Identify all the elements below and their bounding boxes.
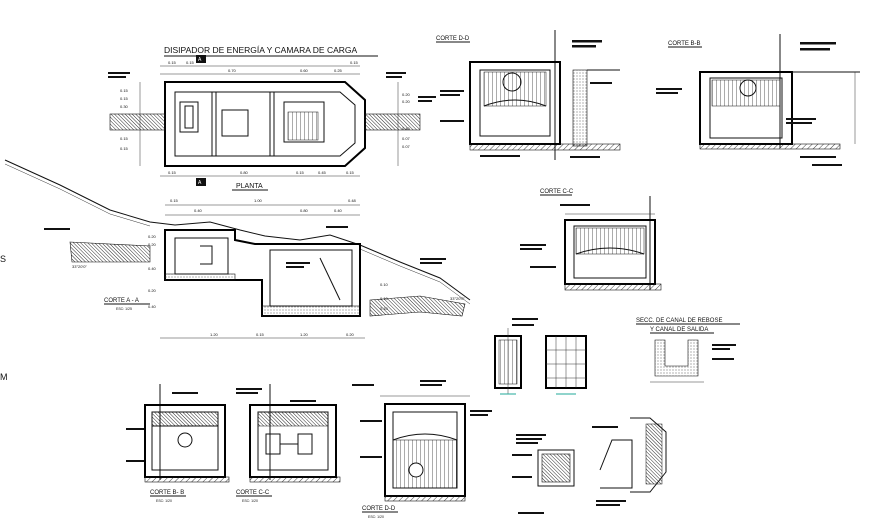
corte-dd-top-title: CORTE D-D: [436, 36, 470, 42]
aa-dim-bottom-4: 0.20: [346, 332, 355, 337]
corte-cc-bottom-title: CORTE C-C: [236, 490, 270, 496]
slope-left: 33°20'0": [72, 264, 87, 269]
plan-dim-right-3: 0.40: [402, 126, 411, 131]
slope-right: 33°20'0": [450, 296, 465, 301]
main-title: DISIPADOR DE ENERGÍA Y CAMARA DE CARGA: [164, 45, 358, 55]
aa-dim-top-3: 1.00: [254, 198, 263, 203]
corte-bb-bottom-scale: ESC: 1/20: [156, 499, 172, 503]
plan-dim-top-5: 0.25: [334, 68, 343, 73]
plan-view: DISIPADOR DE ENERGÍA Y CAMARA DE CARGA 0…: [108, 45, 436, 191]
plan-dim-bottom-2: 0.80: [240, 170, 249, 175]
plan-dim-right-1: 0.20: [402, 92, 411, 97]
edge-mark-s: S: [0, 254, 6, 264]
aa-dim-right-1: 0.10: [380, 282, 389, 287]
marker-a-bottom: A: [198, 180, 202, 186]
aa-dim-left-1: 0.20: [148, 234, 157, 239]
aa-dim-left-3: 0.40: [148, 266, 157, 271]
aa-dim-right-3: 0.10: [380, 306, 389, 311]
corte-bb-top-title: CORTE B-B: [668, 41, 701, 47]
section-bb-bottom: CORTE B- B ESC: 1/20: [126, 384, 230, 503]
edge-mark-m: M: [0, 372, 8, 382]
plan-dim-right-2: 0.20: [402, 99, 411, 104]
aa-dim-top-5: 0.40: [334, 208, 343, 213]
plan-dim-left-4: 0.15: [120, 136, 129, 141]
aa-dim-bottom-3: 1.20: [300, 332, 309, 337]
seccion-title-1: SECC. DE CANAL DE REBOSE: [636, 318, 722, 324]
plan-dim-bottom-5: 0.15: [346, 170, 355, 175]
plan-dim-left-2: 0.15: [120, 96, 129, 101]
plan-dim-top-2: 0.15: [186, 60, 195, 65]
aa-dim-top-1: 0.15: [170, 198, 179, 203]
aa-dim-bottom-2: 0.15: [256, 332, 265, 337]
corte-dd-bottom-scale: ESC: 1/20: [368, 515, 384, 519]
aa-dim-left-5: 0.40: [148, 304, 157, 309]
corte-aa-title: CORTE A - A: [104, 298, 139, 304]
plan-dim-bottom-4: 0.45: [318, 170, 327, 175]
plan-dim-left-3: 0.30: [120, 104, 129, 109]
corte-aa-scale: ESC: 1/25: [116, 307, 132, 311]
plan-dim-top-1: 0.15: [168, 60, 177, 65]
plan-dim-bottom-3: 0.15: [296, 170, 305, 175]
corte-cc-bottom-scale: ESC: 1/20: [242, 499, 258, 503]
aa-dim-bottom-1: 1.20: [210, 332, 219, 337]
aa-dim-left-4: 0.20: [148, 288, 157, 293]
plan-dim-top-3: 0.70: [228, 68, 237, 73]
section-bb-top: CORTE B-B: [656, 34, 860, 166]
section-aa: 33°20'0" 33°20'0" 0.15 0.40 1.00 0.80 0.…: [0, 159, 538, 382]
section-dd-bottom: CORTE D-D ESC: 1/20: [352, 380, 492, 519]
plan-dim-top-4: 0.60: [300, 68, 309, 73]
marker-a-top: A: [198, 57, 202, 63]
plan-dim-right-5: 0.07: [402, 144, 411, 149]
corte-cc-mid-title: CORTE C-C: [540, 189, 574, 195]
aa-dim-left-2: 0.20: [148, 242, 157, 247]
plan-dim-bottom-1: 0.15: [168, 170, 177, 175]
details-group: [512, 417, 667, 514]
section-cc-mid: CORTE C-C: [520, 189, 662, 291]
plan-dim-top-6: 0.15: [350, 60, 359, 65]
aa-dim-top-2: 0.40: [194, 208, 203, 213]
aa-dim-top-4: 0.80: [300, 208, 309, 213]
corte-dd-bottom-title: CORTE D-D: [362, 506, 396, 512]
section-dd-top: CORTE D-D: [436, 30, 621, 160]
aa-dim-right-2: 0.10: [380, 296, 389, 301]
plan-dim-right-4: 0.07: [402, 136, 411, 141]
plan-dim-left-1: 0.15: [120, 88, 129, 93]
section-canal: SECC. DE CANAL DE REBOSE Y CANAL DE SALI…: [494, 318, 740, 395]
section-cc-bottom: CORTE C-C ESC: 1/20: [236, 384, 341, 503]
aa-dim-top-6: 0.48: [348, 198, 357, 203]
corte-bb-bottom-title: CORTE B- B: [150, 490, 184, 496]
plan-dim-left-5: 0.15: [120, 146, 129, 151]
seccion-title-2: Y CANAL DE SALIDA: [650, 327, 708, 333]
plan-label: PLANTA: [236, 183, 263, 190]
